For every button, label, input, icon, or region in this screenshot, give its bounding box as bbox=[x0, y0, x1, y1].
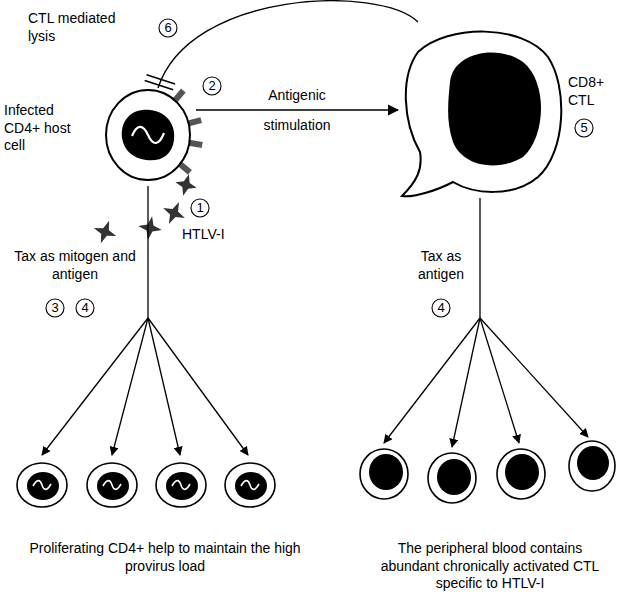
callout-number: 2 bbox=[208, 78, 215, 94]
daughter-cd4-cells bbox=[17, 463, 275, 507]
callout-number: 1 bbox=[196, 200, 203, 216]
daughter-ctl-cells bbox=[360, 441, 615, 503]
lysis-bar bbox=[147, 75, 176, 84]
edge-label: CTL mediated lysis bbox=[28, 10, 138, 45]
infected-cd4-cell: Infected CD4+ host cell bbox=[104, 88, 194, 183]
cell-outline bbox=[398, 22, 563, 198]
callout-number: 4 bbox=[437, 300, 444, 316]
callout-number: 5 bbox=[580, 120, 587, 136]
outcome-caption: The peripheral blood contains abundant c… bbox=[372, 540, 608, 593]
branch-label: Tax as mitogen and antigen bbox=[10, 248, 140, 283]
callout-number: 4 bbox=[81, 300, 88, 316]
callout-circle bbox=[76, 299, 94, 317]
callout-circle bbox=[191, 199, 209, 217]
virus-label: HTLV-I bbox=[182, 226, 242, 244]
callout-circle bbox=[575, 119, 593, 137]
callout-circle bbox=[159, 19, 177, 37]
callout-circle bbox=[46, 299, 64, 317]
cd8-ctl-cell: CD8+ CTL bbox=[398, 22, 563, 198]
callout-circle bbox=[432, 299, 450, 317]
cell-label: Infected CD4+ host cell bbox=[4, 102, 82, 155]
cell-outline bbox=[104, 88, 194, 183]
branch-label: Tax as antigen bbox=[410, 248, 472, 283]
connector bbox=[158, 1, 418, 88]
callout-number: 6 bbox=[164, 20, 171, 36]
ctl-expansion-branch bbox=[384, 198, 588, 447]
cell-label: CD8+ CTL bbox=[568, 74, 616, 109]
connector bbox=[196, 109, 398, 110]
edge-label: Antigenic stimulation bbox=[252, 80, 342, 140]
outcome-caption: Proliferating CD4+ help to maintain the … bbox=[5, 540, 325, 575]
callout-number: 3 bbox=[51, 300, 58, 316]
callout-circle bbox=[203, 77, 221, 95]
proliferation-branch bbox=[42, 186, 248, 455]
